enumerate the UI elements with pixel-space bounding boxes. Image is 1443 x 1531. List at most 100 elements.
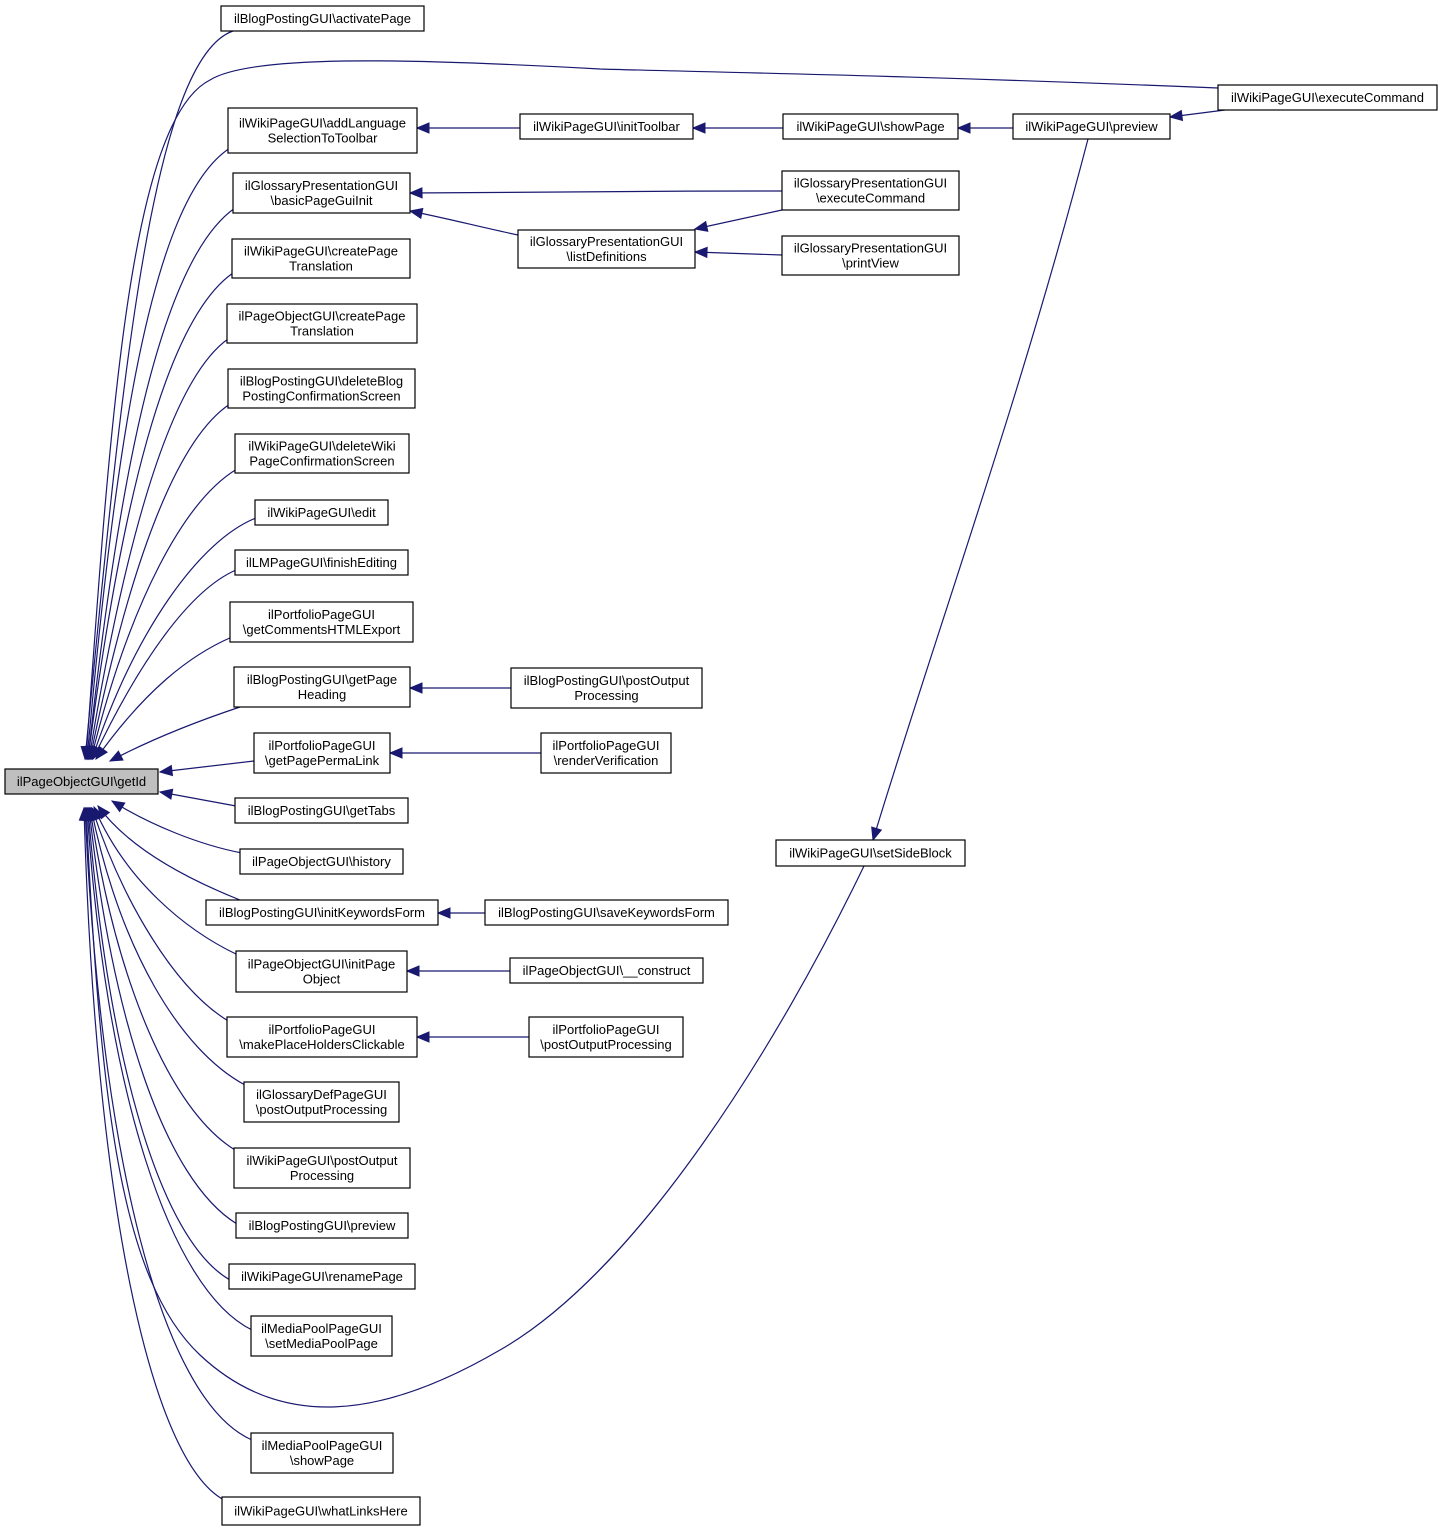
node-label: \getCommentsHTMLExport	[243, 622, 401, 637]
node-label: ilWikiPageGUI\executeCommand	[1231, 90, 1424, 105]
node-blog-preview[interactable]: ilBlogPostingGUI\preview	[235, 1212, 409, 1239]
node-label: ilMediaPoolPageGUI	[261, 1321, 382, 1336]
node-getid[interactable]: ilPageObjectGUI\getId	[4, 768, 159, 795]
node-label: \postOutputProcessing	[540, 1037, 672, 1052]
node-label: ilPageObjectGUI\createPage	[239, 309, 406, 324]
node-wiki-sideblock[interactable]: ilWikiPageGUI\setSideBlock	[775, 839, 966, 867]
node-wiki-exec[interactable]: ilWikiPageGUI\executeCommand	[1217, 84, 1438, 111]
node-label: ilBlogPostingGUI\preview	[249, 1218, 396, 1233]
edge-blog-delconf-to-getid	[89, 403, 231, 760]
node-label: ilWikiPageGUI\addLanguage	[239, 116, 406, 131]
arrowhead-wiki-inittb	[691, 122, 706, 134]
node-box	[228, 1263, 416, 1290]
node-label: ilWikiPageGUI\deleteWiki	[248, 439, 395, 454]
node-label: ilBlogPostingGUI\getPage	[247, 672, 397, 687]
arrowhead-getid	[158, 764, 174, 777]
edge-glodef-postout-to-getid	[90, 807, 246, 1086]
edge-mp-setpage-to-getid	[86, 807, 253, 1331]
node-box	[254, 499, 389, 526]
node-glo-listdefs[interactable]: ilGlossaryPresentationGUI\listDefinition…	[517, 229, 696, 269]
node-box	[227, 368, 416, 409]
arrowhead-getid	[78, 806, 91, 821]
node-box	[484, 899, 729, 926]
arrowhead-wiki-addlang	[415, 122, 430, 134]
nodes-layer: ilPageObjectGUI\getId ilBlogPostingGUI\ac…	[4, 5, 1438, 1526]
arrowhead-glo-listdefs	[693, 246, 708, 259]
node-glo-exec[interactable]: ilGlossaryPresentationGUI\executeCommand	[781, 170, 960, 211]
node-wiki-whatlinks[interactable]: ilWikiPageGUI\whatLinksHere	[221, 1496, 421, 1526]
edge-glo-listdefs-to-glo-basicinit	[409, 210, 519, 236]
node-wiki-edit[interactable]: ilWikiPageGUI\edit	[254, 499, 389, 526]
node-blog-postout[interactable]: ilBlogPostingGUI\postOutputProcessing	[510, 667, 703, 709]
node-label: ilPageObjectGUI\getId	[17, 774, 146, 789]
edge-po-createtr-to-getid	[88, 338, 229, 760]
node-label: SelectionToToolbar	[268, 131, 379, 146]
node-box	[782, 113, 959, 140]
node-box	[229, 601, 414, 643]
node-port-comments[interactable]: ilPortfolioPageGUI\getCommentsHTMLExport	[229, 601, 414, 643]
node-po-construct[interactable]: ilPageObjectGUI\__construct	[509, 957, 704, 984]
node-blog-activate[interactable]: ilBlogPostingGUI\activatePage	[220, 5, 425, 32]
node-label: ilBlogPostingGUI\deleteBlog	[240, 374, 403, 389]
node-label: ilGlossaryDefPageGUI	[256, 1087, 387, 1102]
node-wiki-delconf[interactable]: ilWikiPageGUI\deleteWikiPageConfirmation…	[234, 433, 410, 474]
node-po-history[interactable]: ilPageObjectGUI\history	[239, 848, 404, 875]
node-glo-print[interactable]: ilGlossaryPresentationGUI\printView	[781, 235, 960, 276]
node-port-postout[interactable]: ilPortfolioPageGUI\postOutputProcessing	[528, 1016, 684, 1058]
node-box	[528, 1016, 684, 1058]
node-wiki-preview[interactable]: ilWikiPageGUI\preview	[1012, 113, 1171, 140]
node-port-renderver[interactable]: ilPortfolioPageGUI\renderVerification	[540, 732, 672, 774]
node-box	[226, 303, 418, 344]
node-glodef-postout[interactable]: ilGlossaryDefPageGUI\postOutputProcessin…	[243, 1081, 400, 1123]
node-wiki-inittb[interactable]: ilWikiPageGUI\initToolbar	[519, 113, 694, 140]
arrowhead-getid	[110, 800, 126, 813]
node-box	[231, 238, 411, 279]
node-label: ilBlogPostingGUI\postOutput	[524, 673, 690, 688]
node-label: ilPortfolioPageGUI	[269, 738, 376, 753]
edge-wiki-createtr-to-getid	[87, 272, 234, 760]
node-wiki-postout[interactable]: ilWikiPageGUI\postOutputProcessing	[233, 1147, 411, 1189]
edge-port-permalink-to-getid	[159, 760, 255, 773]
arrowhead-port-makeph	[415, 1031, 430, 1043]
node-label: ilGlossaryPresentationGUI	[530, 234, 683, 249]
node-label: Translation	[289, 259, 353, 274]
node-blog-savekw[interactable]: ilBlogPostingGUI\saveKeywordsForm	[484, 899, 729, 926]
edge-wiki-whatlinks-to-getid	[83, 807, 225, 1501]
node-box	[235, 950, 408, 993]
node-wiki-rename[interactable]: ilWikiPageGUI\renamePage	[228, 1263, 416, 1290]
edge-wiki-delconf-to-getid	[90, 468, 238, 760]
node-port-permalink[interactable]: ilPortfolioPageGUI\getPagePermaLink	[253, 732, 391, 774]
node-box	[1217, 84, 1438, 111]
node-label: ilGlossaryPresentationGUI	[245, 178, 398, 193]
edge-wiki-sideblock-to-getid	[85, 807, 865, 1408]
node-blog-delconf[interactable]: ilBlogPostingGUI\deleteBlogPostingConfir…	[227, 368, 416, 409]
node-box	[781, 235, 960, 276]
node-label: ilPageObjectGUI\__construct	[523, 963, 691, 978]
node-box	[517, 229, 696, 269]
node-label: Processing	[574, 688, 638, 703]
node-label: ilWikiPageGUI\preview	[1025, 119, 1158, 134]
node-lm-finish[interactable]: ilLMPageGUI\finishEditing	[234, 549, 409, 576]
node-mp-setpage[interactable]: ilMediaPoolPageGUI\setMediaPoolPage	[250, 1315, 393, 1357]
arrowhead-po-initpo	[405, 965, 420, 977]
node-wiki-showpage[interactable]: ilWikiPageGUI\showPage	[782, 113, 959, 140]
node-glo-basicinit[interactable]: ilGlossaryPresentationGUI\basicPageGuiIn…	[232, 172, 411, 214]
node-mp-showpage[interactable]: ilMediaPoolPageGUI\showPage	[250, 1432, 394, 1474]
node-box	[510, 667, 703, 709]
edge-blog-tabs-to-getid	[159, 791, 237, 807]
arrowhead-wiki-sideblock	[871, 826, 883, 842]
arrowhead-glo-basicinit	[408, 207, 424, 220]
arrowhead-wiki-preview	[1168, 109, 1184, 122]
node-blog-tabs[interactable]: ilBlogPostingGUI\getTabs	[234, 797, 409, 824]
node-wiki-addlang[interactable]: ilWikiPageGUI\addLanguageSelectionToTool…	[227, 107, 418, 154]
node-box	[233, 1147, 411, 1189]
node-blog-initkw[interactable]: ilBlogPostingGUI\initKeywordsForm	[205, 899, 439, 926]
node-port-makeph[interactable]: ilPortfolioPageGUI\makePlaceHoldersClick…	[226, 1016, 418, 1058]
edge-glo-exec-to-glo-listdefs	[694, 209, 783, 230]
node-box	[235, 1212, 409, 1239]
node-label: ilLMPageGUI\finishEditing	[246, 555, 397, 570]
